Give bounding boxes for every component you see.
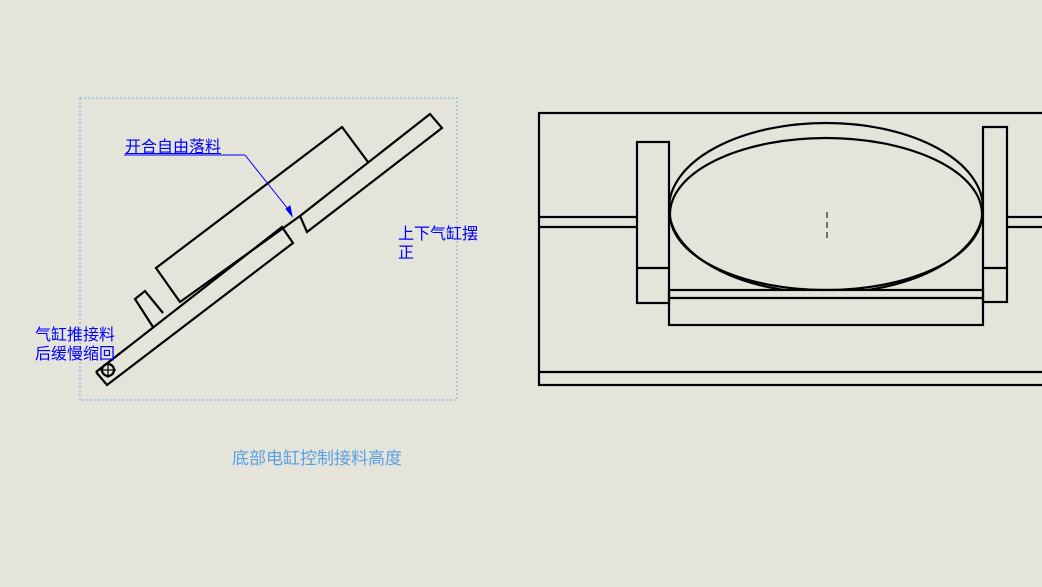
annotation-free-fall[interactable]: 开合自由落料: [125, 137, 222, 156]
free-fall-leader: [124, 154, 293, 218]
upper-bar: [298, 112, 444, 234]
side-view-mechanism[interactable]: [95, 112, 444, 387]
right-post: [981, 125, 1009, 304]
annotation-push[interactable]: 气缸推接料 后缓慢缩回: [35, 325, 115, 363]
front-view[interactable]: [537, 111, 1042, 387]
annotation-swing-line1: 上下气缸摆: [398, 224, 479, 243]
selection-box: [79, 97, 458, 401]
annotation-swing[interactable]: 上下气缸摆 正: [398, 224, 478, 262]
cylinder: [154, 125, 369, 304]
base-plate: [667, 288, 985, 327]
annotation-push-line1: 气缸推接料: [35, 325, 116, 344]
annotation-push-line2: 后缓慢缩回: [35, 344, 116, 363]
caption-text[interactable]: 底部电缸控制接料高度: [232, 449, 402, 469]
left-post: [635, 140, 671, 305]
lower-bar: [95, 225, 295, 387]
annotation-swing-line2: 正: [398, 243, 415, 262]
small-block: [133, 289, 164, 328]
